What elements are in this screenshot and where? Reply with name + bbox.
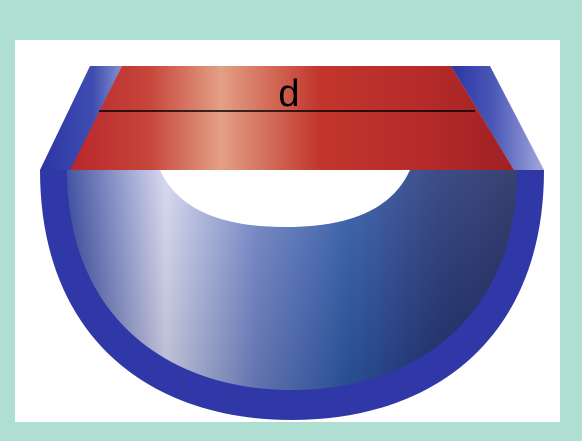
dimension-label-d: d [278, 73, 299, 115]
right-rim-segment [451, 66, 544, 170]
left-rim-segment [40, 66, 122, 170]
red-cap-section [70, 66, 514, 170]
central-cavity [160, 170, 410, 227]
inner-shading [67, 170, 517, 390]
